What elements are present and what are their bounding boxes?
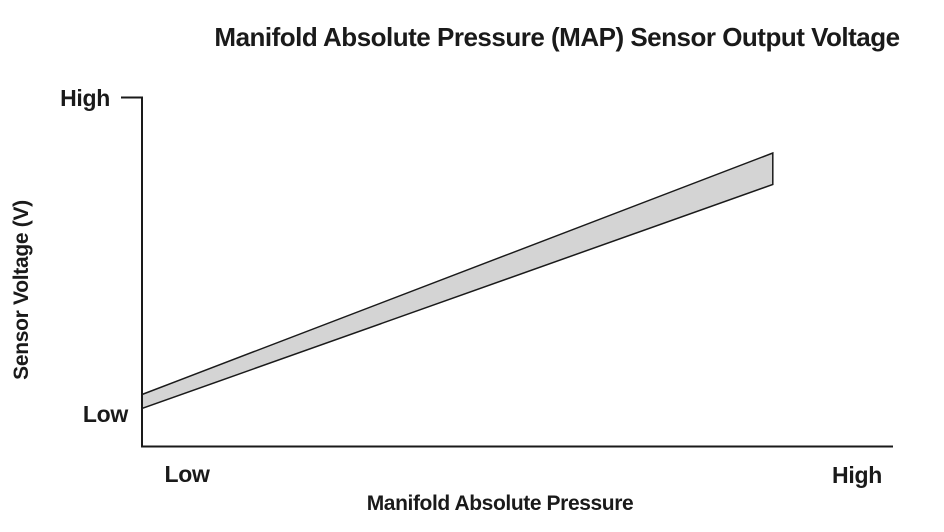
y-tick-label-high: High <box>60 85 110 111</box>
x-axis-title: Manifold Absolute Pressure <box>366 492 634 515</box>
x-tick-label-low: Low <box>164 461 210 487</box>
y-tick-label-low: Low <box>82 401 128 427</box>
x-tick-label-high: High <box>832 462 882 488</box>
chart-title: Manifold Absolute Pressure (MAP) Sensor … <box>214 22 900 52</box>
voltage-band <box>141 151 774 410</box>
